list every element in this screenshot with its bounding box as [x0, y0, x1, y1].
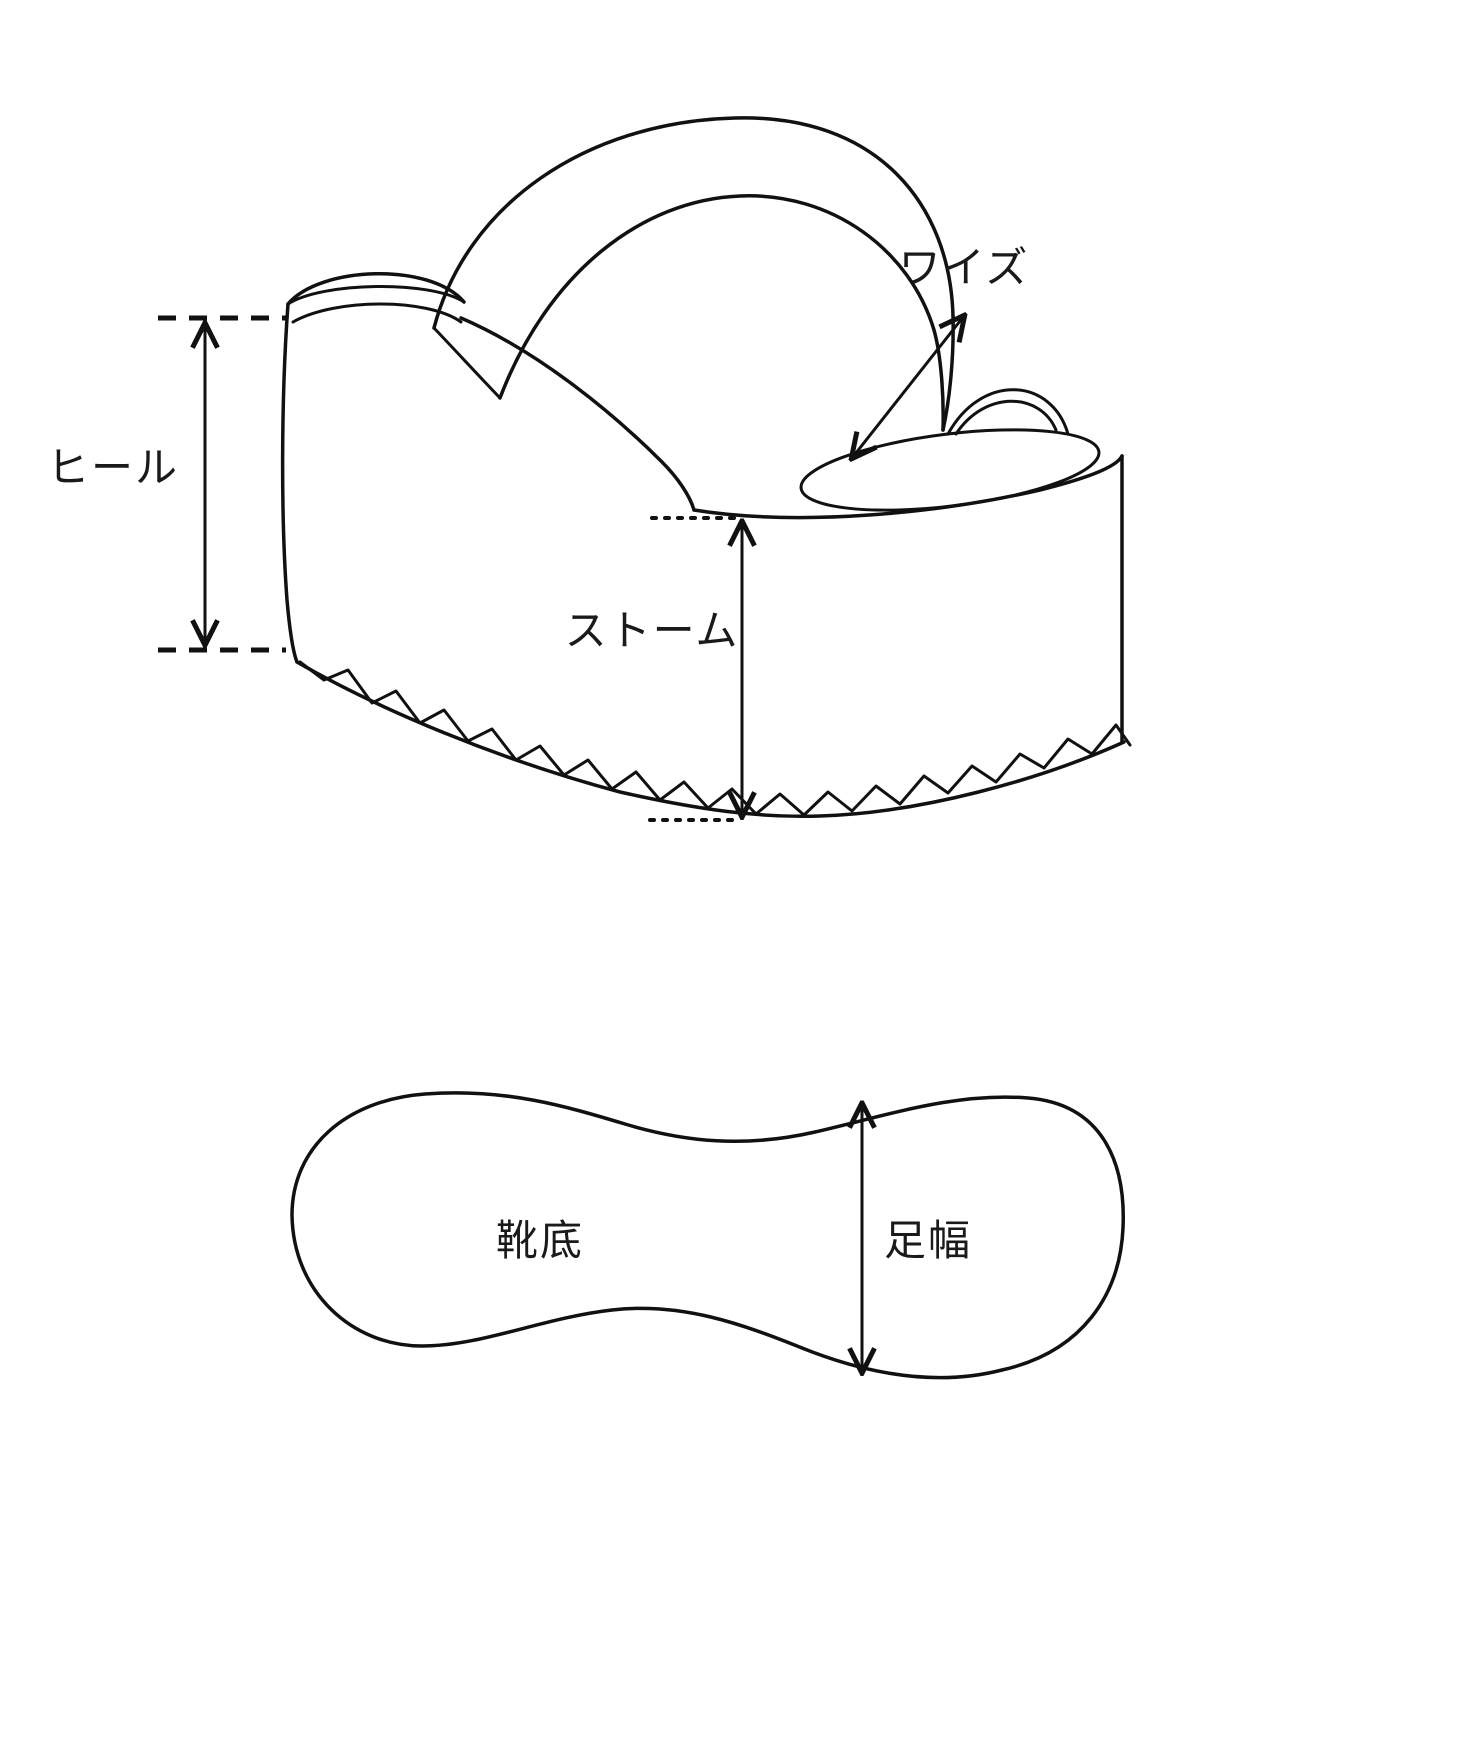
heel-rim-outer	[286, 271, 466, 306]
sole-zigzag-tread	[298, 660, 1132, 817]
width-label: ワイズ	[899, 244, 1030, 291]
platform-left-edge	[280, 302, 299, 664]
heel-rim-inner	[291, 302, 463, 324]
storm-dimension: ストーム	[565, 516, 742, 822]
heel-dimension: ヒール	[47, 315, 286, 653]
sole-figure: 靴底 足幅	[290, 1091, 1125, 1380]
strap-outer-edge	[432, 116, 955, 330]
toe-opening-arc-outer	[946, 388, 1070, 436]
foot-width-label: 足幅	[884, 1217, 972, 1264]
width-dimension: ワイズ	[852, 244, 1030, 458]
foot-width-dimension: 足幅	[862, 1104, 972, 1372]
width-dim-arrow	[852, 316, 964, 458]
platform-sandal-figure: ヒール ワイズ ストーム	[47, 116, 1132, 822]
sole-outline	[290, 1091, 1125, 1380]
strap-inner-edge	[498, 194, 945, 432]
heel-label: ヒール	[47, 444, 179, 491]
heel-rim-return	[286, 285, 466, 306]
sole-label: 靴底	[496, 1217, 584, 1264]
storm-label: ストーム	[565, 607, 740, 654]
sole-bottom-curve	[295, 660, 1126, 819]
footbed-under-strap-line	[459, 316, 696, 512]
strap-left-edge	[432, 326, 502, 400]
